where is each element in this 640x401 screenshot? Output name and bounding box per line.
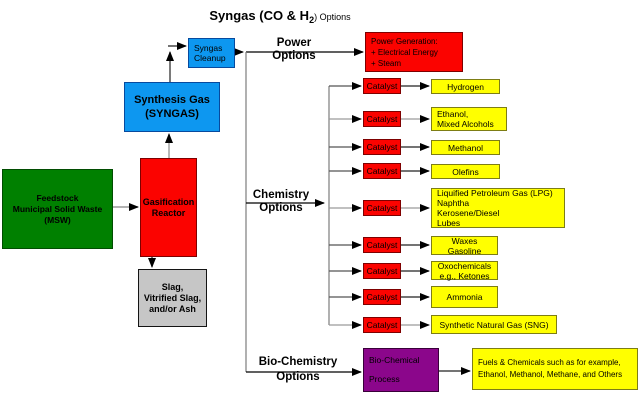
text-line: Gasoline [447,245,482,256]
biochemical-process-box: Bio-Chemical Process [363,348,439,392]
slag-ash-box: Slag, Vitrified Slag, and/or Ash [138,269,207,327]
catalyst-box: Catalyst [363,289,401,305]
product-ammonia: Ammonia [431,286,498,308]
catalyst-box: Catalyst [363,111,401,127]
title-suffix: ) Options [314,12,351,22]
product-waxes-gasoline: Waxes Gasoline [431,235,498,256]
text-line: Feedstock [36,192,79,203]
text-line: Slag, [161,281,184,292]
text-line: Ethanol, Methanol, Methane, and Others [478,370,623,379]
text-line: Chemistry [252,189,310,201]
text-line: Methanol [448,142,483,153]
product-synthetic-natural-gas: Synthetic Natural Gas (SNG) [431,315,557,334]
text-line: Municipal Solid Waste [12,203,103,214]
text-line: Bio-Chemistry [258,356,338,368]
title-subscript: 2 [309,15,315,25]
text-line: Catalyst [366,113,398,124]
text-line: Options [272,50,316,62]
text-line: Fuels & Chemicals such as for example, [478,358,621,367]
text-line: Vitrified Slag, [143,292,202,303]
text-line: Options [259,202,303,214]
text-line: Catalyst [366,141,398,152]
text-line: Oxochemicals [437,260,492,271]
syngas-cleanup-box: Syngas Cleanup [188,38,235,68]
text-line: Naphtha [437,198,470,208]
text-line: Mixed Alcohols [437,119,494,129]
catalyst-box: Catalyst [363,317,401,333]
text-line: Lubes [437,218,461,228]
text-line: Waxes [451,235,478,246]
text-line: e.g., Ketones [439,270,490,281]
text-line: Gasification [142,196,195,207]
text-line: (SYNGAS) [145,108,199,120]
text-line: Ethanol, [437,109,469,119]
text-line: Synthetic Natural Gas (SNG) [439,319,549,330]
catalyst-box: Catalyst [363,139,401,155]
text-line: Bio-Chemical [369,355,420,365]
product-oxochemicals-ketones: Oxochemicals e.g., Ketones [431,260,498,281]
text-line: Catalyst [366,202,398,213]
feedstock-msw-box: Feedstock Municipal Solid Waste (MSW) [2,169,113,249]
catalyst-box: Catalyst [363,78,401,94]
text-line: Catalyst [366,319,398,330]
text-line: + Electrical Energy [371,47,438,57]
text-line: Catalyst [366,239,398,250]
synthesis-gas-box: Synthesis Gas (SYNGAS) [124,82,220,132]
text-line: Catalyst [366,291,398,302]
diagram-title: Syngas (CO & H2) Options [140,8,420,25]
text-line: Reactor [151,207,186,218]
text-line: Hydrogen [447,81,484,92]
text-line: Catalyst [366,165,398,176]
fuels-chemicals-box: Fuels & Chemicals such as for example, E… [472,348,638,390]
text-line: Olefins [452,166,479,177]
text-line: Synthesis Gas [134,94,210,106]
text-line: Kerosene/Diesel [437,208,500,218]
catalyst-box: Catalyst [363,263,401,279]
text-line: Power Generation: [371,36,438,46]
text-line: Syngas [194,43,223,53]
chemistry-options-label: Chemistry Options [243,189,319,215]
product-ethanol-mixed-alcohols: Ethanol, Mixed Alcohols [431,107,507,131]
text-line: Process [369,374,400,384]
catalyst-box: Catalyst [363,237,401,253]
text-line: Cleanup [194,53,226,63]
power-options-label: Power Options [258,37,330,63]
text-line: Options [276,371,320,383]
product-olefins: Olefins [431,164,500,179]
gasification-reactor-box: Gasification Reactor [140,158,197,257]
product-lpg-naphtha-kerosene-lubes: Liquified Petroleum Gas (LPG) Naphtha Ke… [431,188,565,228]
power-generation-box: Power Generation: + Electrical Energy + … [365,32,463,72]
text-line: Ammonia [446,292,483,302]
text-line: + Steam [371,58,402,68]
catalyst-box: Catalyst [363,163,401,179]
catalyst-box: Catalyst [363,200,401,216]
biochemistry-options-label: Bio-Chemistry Options [252,355,344,385]
title-main: Syngas (CO & H [209,8,310,23]
text-line: Power [276,37,312,49]
product-hydrogen: Hydrogen [431,79,500,94]
text-line: Liquified Petroleum Gas (LPG) [437,188,553,198]
text-line: Catalyst [366,265,398,276]
text-line: Catalyst [366,80,398,91]
product-methanol: Methanol [431,140,500,155]
text-line: and/or Ash [149,303,196,314]
text-line: (MSW) [44,214,71,225]
